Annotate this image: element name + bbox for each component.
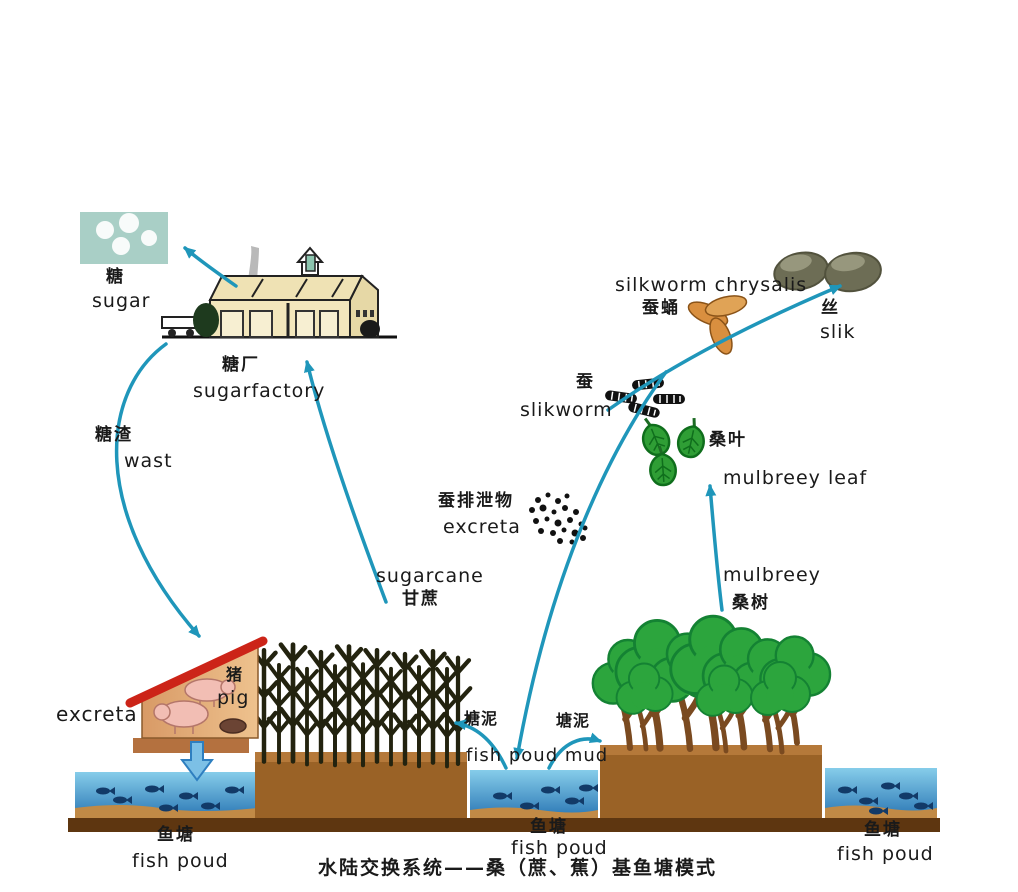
sugarcane-label-en: sugarcane bbox=[376, 565, 484, 587]
fish-pond-right-label-zh: 鱼塘 bbox=[864, 820, 902, 840]
diagram-caption: 水陆交换系统——桑（蔗、蕉）基鱼塘模式 bbox=[318, 857, 718, 879]
pond-mud-label-zh-left: 塘泥 bbox=[464, 709, 499, 728]
sugarcane-field-illustration bbox=[251, 645, 470, 769]
fish-pond-middle-label-en: fish poud bbox=[511, 837, 608, 859]
mulberry-dike bbox=[600, 745, 822, 818]
sugar-factory-illustration bbox=[161, 246, 397, 339]
mulberry-leaves-icon bbox=[633, 411, 710, 488]
chrysalis-icon bbox=[687, 295, 748, 355]
silk-label-zh: 丝 bbox=[821, 298, 840, 318]
silkworm-excreta-dots bbox=[529, 492, 588, 545]
arrow-pig-excreta-to-pond bbox=[180, 741, 214, 782]
fish-pond-right-label-en: fish poud bbox=[837, 843, 934, 865]
pig-excreta-label-en: excreta bbox=[56, 702, 138, 726]
left-fish-pond bbox=[75, 772, 257, 818]
roof-vent-icon bbox=[295, 246, 325, 276]
sugar-factory-label-zh: 糖厂 bbox=[222, 355, 260, 375]
waste-label-zh: 糖渣 bbox=[95, 425, 133, 445]
pond-mud-label-zh-right: 塘泥 bbox=[556, 711, 591, 730]
pig-label-zh: 猪 bbox=[226, 665, 244, 684]
mulberry-leaf-label-zh: 桑叶 bbox=[709, 430, 747, 450]
silk-label-en: slik bbox=[820, 321, 856, 343]
arrow-factory-to-pig-waste bbox=[114, 342, 201, 638]
mulberry-tree-label-zh: 桑树 bbox=[732, 593, 770, 613]
fish-pond-middle-label-zh: 鱼塘 bbox=[530, 817, 568, 837]
arrow-pondmud-to-mulberry-dike bbox=[547, 732, 602, 770]
arrow-factory-to-sugar bbox=[183, 246, 238, 288]
silkworm-label-en: slikworm bbox=[520, 399, 613, 421]
sugar-label-zh: 糖 bbox=[106, 267, 125, 287]
chrysalis-label-en: silkworm chrysalis bbox=[615, 274, 808, 296]
waste-label-en: wast bbox=[124, 450, 173, 472]
silkworm-excreta-label-zh: 蚕排泄物 bbox=[438, 491, 514, 511]
silkworm-label-zh: 蚕 bbox=[576, 372, 595, 392]
sugar-icon bbox=[80, 212, 168, 264]
pond-mud-label-en: fish poud mud bbox=[466, 745, 609, 766]
silk-cocoons-icon bbox=[773, 251, 882, 293]
mulberry-tree-label-en: mulbreey bbox=[723, 564, 821, 586]
arrow-pondmud-to-sugarcane-dike bbox=[454, 719, 508, 770]
silkworm-excreta-label-en: excreta bbox=[443, 516, 521, 538]
sugar-factory-label-en: sugarfactory bbox=[193, 380, 326, 402]
middle-fish-pond bbox=[470, 770, 598, 818]
pig-label-en: pig bbox=[217, 687, 250, 709]
arrow-sugarcane-to-factory bbox=[304, 360, 388, 604]
fish-pond-left-label-zh: 鱼塘 bbox=[157, 825, 195, 845]
arrow-tree-to-leaf bbox=[705, 484, 724, 612]
fish-pond-left-label-en: fish poud bbox=[132, 850, 229, 872]
mulberry-leaf-label-en: mulbreey leaf bbox=[723, 467, 868, 489]
flow-arrows bbox=[114, 246, 842, 770]
mulberry-trees-illustration bbox=[593, 616, 830, 752]
pig-illustration bbox=[153, 678, 247, 734]
right-fish-pond bbox=[825, 768, 937, 818]
sugar-label-en: sugar bbox=[92, 290, 151, 312]
base-strip bbox=[68, 818, 940, 832]
arrow-silkworm-to-silk bbox=[606, 284, 842, 412]
sugarcane-label-zh: 甘蔗 bbox=[402, 589, 440, 609]
pig-house-illustration bbox=[125, 636, 268, 753]
truck-icon bbox=[161, 303, 219, 337]
arrow-silkworm-excreta-to-pond bbox=[513, 370, 668, 760]
chrysalis-label-zh: 蚕蛹 bbox=[642, 298, 680, 318]
